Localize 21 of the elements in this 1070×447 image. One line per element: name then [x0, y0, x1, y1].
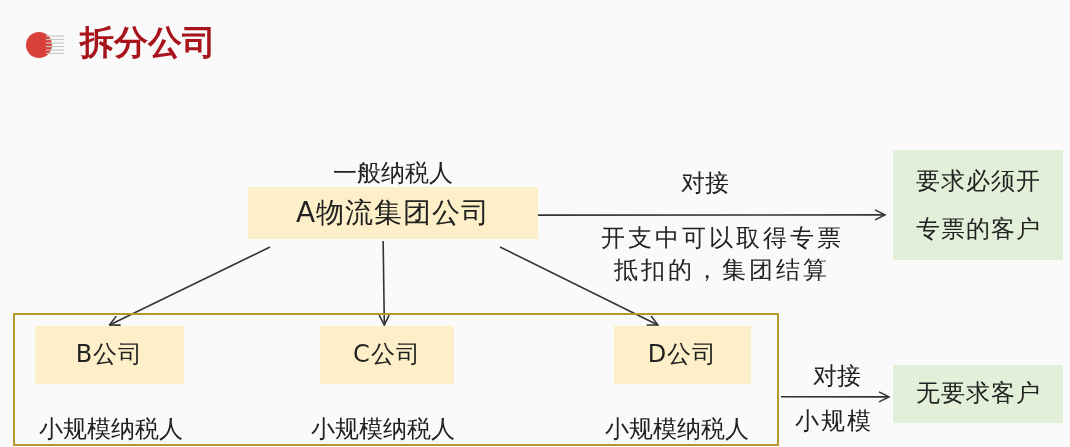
customer-box: 要求必须开专票的客户 [893, 150, 1063, 260]
arrow [108, 246, 271, 326]
group-frame [13, 313, 779, 446]
company-box: B公司 [35, 326, 184, 384]
role-label: 小规模纳税人 [310, 414, 456, 445]
note-text: 开支中可以取得专票抵扣的，集团结算 [599, 223, 845, 287]
arrow [378, 240, 390, 326]
company-box: A物流集团公司 [248, 187, 538, 239]
arrow [537, 209, 886, 221]
customer-box: 无要求客户 [893, 365, 1063, 423]
edge-label: 对接 [680, 168, 730, 199]
edge-label: 对接 [812, 361, 862, 392]
company-box: C公司 [320, 326, 454, 384]
title: 拆分公司 [80, 21, 216, 64]
company-box: D公司 [614, 326, 751, 384]
arrow [780, 391, 890, 403]
note-text: 小规模 [795, 406, 873, 437]
role-label: 一般纳税人 [332, 158, 454, 189]
arrow [499, 246, 659, 326]
role-label: 小规模纳税人 [38, 414, 184, 445]
role-label: 小规模纳税人 [604, 414, 750, 445]
